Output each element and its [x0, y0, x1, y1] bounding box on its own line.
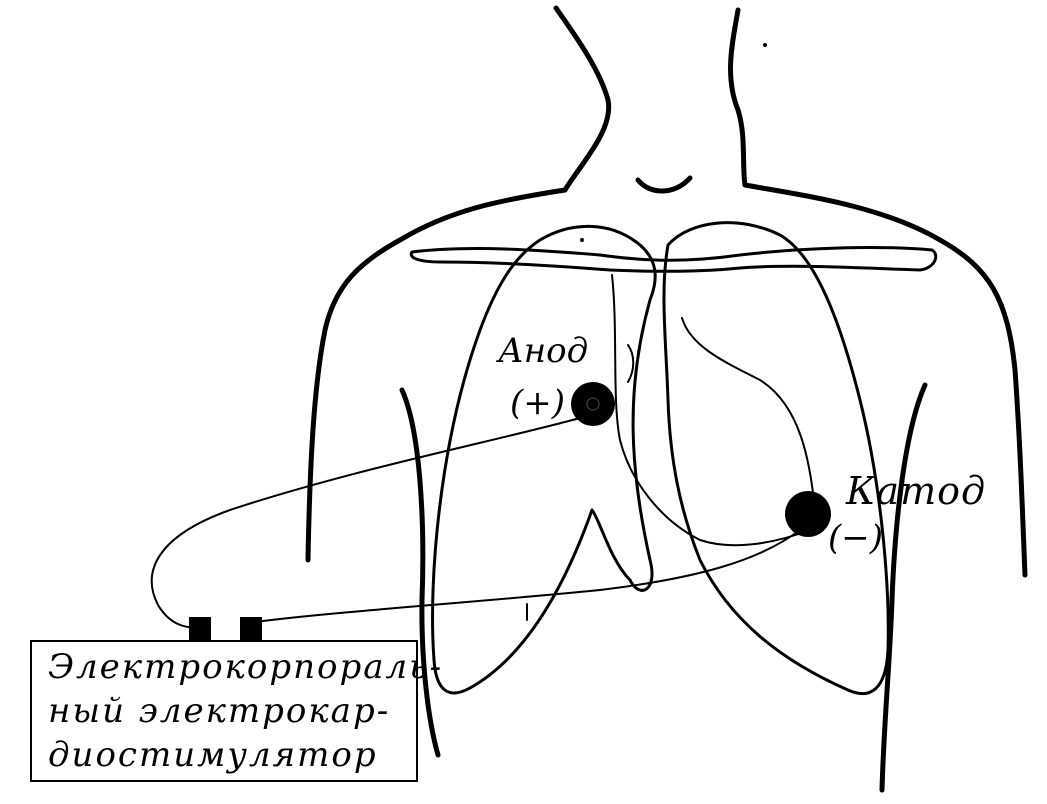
- device-label-line-2: ный электрокар-: [48, 691, 391, 731]
- cathode-lead-wire: [254, 529, 801, 623]
- stimulator-device-box: Электрокорпораль- ный электрокар- диости…: [30, 640, 441, 782]
- device-terminal-left: [189, 617, 211, 641]
- anode-sign: (+): [510, 383, 566, 423]
- heart-border: [681, 317, 816, 511]
- anode-electrode-highlight: [586, 397, 600, 411]
- cathode-electrode: [785, 491, 831, 537]
- small-mark: [627, 344, 635, 383]
- neck-right-outline: [728, 7, 748, 188]
- anode-lead-wire: [150, 417, 581, 629]
- left-lung-outline: [431, 224, 657, 695]
- right-lung-outline: [662, 221, 890, 696]
- small-dot-2: [763, 43, 767, 47]
- cathode-sign: (−): [828, 518, 884, 558]
- device-label-line-3: диостимулятор: [48, 735, 378, 775]
- cathode-label: Катод: [846, 469, 987, 513]
- neck-left-outline: [553, 5, 612, 193]
- device-label-line-1: Электрокорпораль-: [48, 647, 444, 687]
- clavicle: [409, 246, 938, 273]
- left-axilla-outline: [399, 387, 441, 758]
- device-terminal-right: [240, 617, 262, 641]
- left-shoulder-outline: [305, 187, 568, 563]
- mediastinum-line: [611, 274, 811, 547]
- jugular-notch: [635, 175, 693, 194]
- right-axilla-outline: [879, 382, 928, 793]
- small-dot: [580, 238, 584, 242]
- anode-electrode: [571, 382, 615, 426]
- right-shoulder-outline: [742, 182, 1028, 578]
- anode-label: Анод: [498, 331, 589, 371]
